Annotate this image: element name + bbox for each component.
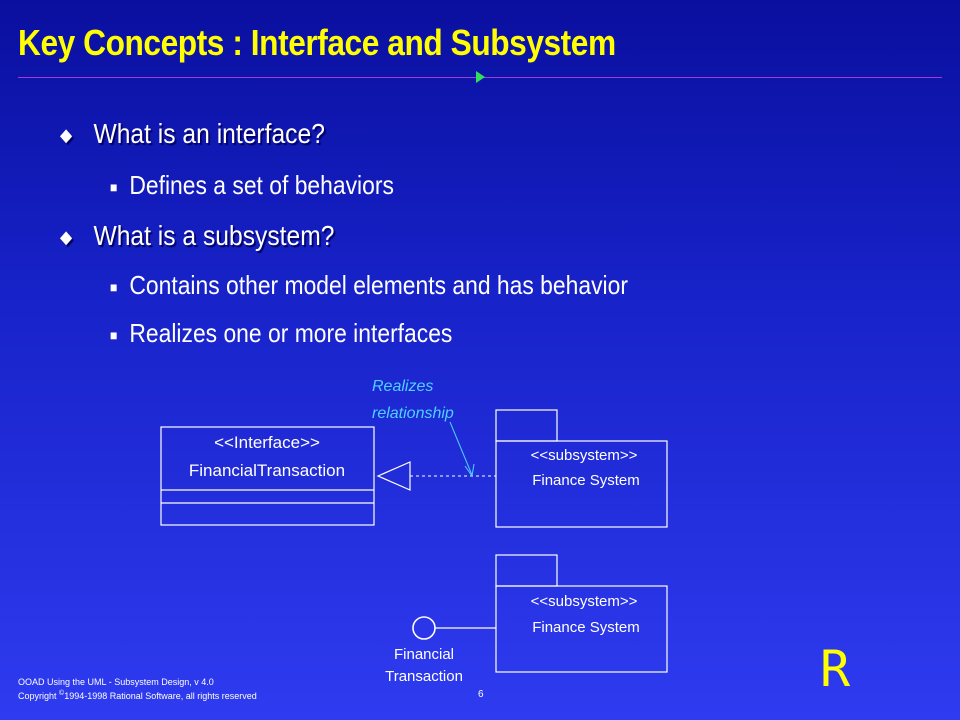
bullet-text: What is an interface? [93,118,325,149]
subbullet-text: Contains other model elements and has be… [129,270,628,300]
realizes-label-line1: Realizes [372,378,433,395]
diamond-bullet-icon: ◆ [60,227,73,248]
subbullet-text: Defines a set of behaviors [129,170,394,200]
interface-class-box: <<Interface>> FinancialTransaction [160,426,375,526]
subsystem-package-2: <<subsystem>> Finance System [495,554,668,673]
copyright-prefix: Copyright [18,691,60,701]
square-bullet-icon: ■ [110,327,118,344]
subsystem1-stereotype: <<subsystem>> [531,447,638,464]
interface-circle-icon [412,616,436,640]
lollipop-label-line1: Financial [394,646,454,663]
page-number: 6 [478,689,484,700]
copyright-rest: 1994-1998 Rational Software, all rights … [64,691,257,701]
bullet-text: What is a subsystem? [93,220,335,251]
lollipop-label-line2: Transaction [385,668,463,685]
subbullet-realizes: ■ Realizes one or more interfaces [110,318,452,349]
subsystem2-stereotype: <<subsystem>> [531,593,638,610]
subbullet-defines: ■ Defines a set of behaviors [110,170,394,201]
subsystem2-name: Finance System [532,619,640,636]
realization-arrow [376,461,496,491]
interface-stereotype: <<Interface>> [214,433,320,452]
diamond-bullet-icon: ◆ [60,125,73,146]
square-bullet-icon: ■ [110,179,118,196]
subbullet-contains: ■ Contains other model elements and has b… [110,270,628,301]
copyright-symbol: © [59,690,65,697]
subsystem1-name: Finance System [532,472,640,489]
bullet-interface: ◆ What is an interface? [60,118,325,150]
interface-name: FinancialTransaction [189,461,345,480]
square-bullet-icon: ■ [110,279,118,296]
realizes-pointer-line [449,421,473,476]
realizes-label-line2: relationship [372,405,454,422]
lollipop-interface: Financial Transaction [385,616,496,685]
play-arrow-icon [476,71,485,83]
bullet-subsystem: ◆ What is a subsystem? [60,220,334,252]
subbullet-text: Realizes one or more interfaces [129,318,453,348]
footer-copyright: Copyright ©1994-1998 Rational Software, … [18,690,257,701]
footer-course: OOAD Using the UML - Subsystem Design, v… [18,677,214,687]
realizes-pointer-arrowhead [464,463,475,478]
rational-logo: R [820,640,851,698]
slide-title: Key Concepts : Interface and Subsystem [18,22,616,63]
subsystem-package-1: <<subsystem>> Finance System [495,409,668,528]
